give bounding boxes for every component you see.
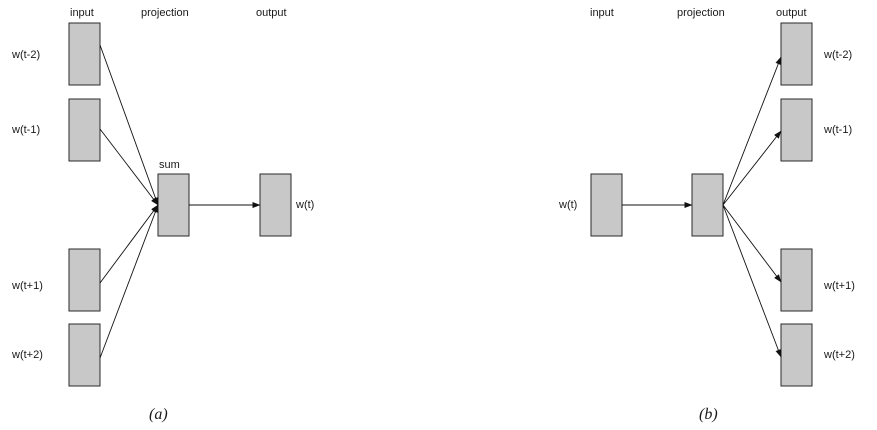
cbow-model: input projection output w(t-2) w(t-1) w(… bbox=[11, 7, 314, 423]
cbow-edge-t-1 bbox=[99, 128, 159, 206]
cbow-edge-t-2 bbox=[99, 44, 159, 206]
skipgram-output-header: output bbox=[776, 7, 807, 19]
cbow-output-label: w(t) bbox=[295, 199, 314, 211]
cbow-projection-header: projection bbox=[141, 7, 189, 19]
skipgram-projection-header: projection bbox=[677, 7, 725, 19]
skipgram-edge-t-2 bbox=[722, 56, 782, 206]
cbow-sum-label: sum bbox=[159, 159, 180, 171]
skipgram-output-box-t+2 bbox=[780, 323, 813, 387]
cbow-input-label-t-1: w(t-1) bbox=[11, 124, 40, 136]
skipgram-output-label-t-2: w(t-2) bbox=[823, 49, 852, 61]
skipgram-output-label-t+2: w(t+2) bbox=[823, 349, 855, 361]
skipgram-input-label: w(t) bbox=[558, 199, 577, 211]
cbow-edge-t+1 bbox=[99, 204, 159, 284]
cbow-input-label-t+2: w(t+2) bbox=[11, 349, 43, 361]
cbow-output-box bbox=[259, 173, 292, 237]
skipgram-output-label-t+1: w(t+1) bbox=[823, 280, 855, 292]
skipgram-projection-box bbox=[691, 173, 724, 237]
skipgram-output-box-t-2 bbox=[780, 22, 813, 86]
skipgram-caption: (b) bbox=[699, 406, 718, 423]
skipgram-output-box-t-1 bbox=[780, 98, 813, 162]
cbow-input-header: input bbox=[70, 7, 94, 19]
skipgram-model: input projection output w(t) w(t-2) w(t-… bbox=[558, 7, 855, 423]
cbow-input-label-t+1: w(t+1) bbox=[11, 280, 43, 292]
skipgram-edge-t+1 bbox=[722, 204, 782, 283]
skipgram-output-box-t+1 bbox=[780, 248, 813, 312]
skipgram-edge-t-1 bbox=[722, 130, 782, 206]
cbow-edge-t+2 bbox=[99, 204, 159, 359]
cbow-input-label-t-2: w(t-2) bbox=[11, 49, 40, 61]
skipgram-input-box bbox=[590, 173, 623, 237]
cbow-input-box-t-1 bbox=[68, 98, 101, 162]
cbow-output-header: output bbox=[256, 7, 287, 19]
skipgram-input-header: input bbox=[590, 7, 614, 19]
cbow-input-box-t-2 bbox=[68, 22, 101, 86]
cbow-projection-box bbox=[157, 173, 190, 237]
skipgram-edge-t+2 bbox=[722, 204, 782, 358]
cbow-input-box-t+1 bbox=[68, 248, 101, 312]
cbow-input-box-t+2 bbox=[68, 323, 101, 387]
skipgram-output-label-t-1: w(t-1) bbox=[823, 124, 852, 136]
cbow-caption: (a) bbox=[149, 406, 168, 423]
